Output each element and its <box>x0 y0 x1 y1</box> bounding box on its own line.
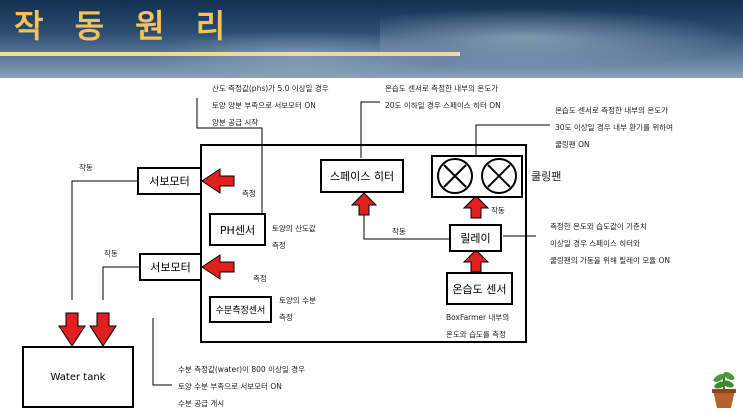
arrow-moisture-to-servo <box>201 254 235 280</box>
leader-heater <box>360 101 380 158</box>
measure-label-moisture: 측정 <box>253 274 267 283</box>
annotation-line: 측정 <box>279 313 293 322</box>
annotation-boxfarmer-note: BoxFarmer 내부의 온도와 습도를 측정 <box>446 309 509 343</box>
annotation-line: 온도와 습도를 측정 <box>446 330 506 339</box>
annotation-fan: 온습도 센서로 측정한 내부의 온도가 30도 이상일 경우 내부 환기를 위하… <box>555 102 673 153</box>
servo-motor-top: 서보모터 <box>137 167 202 195</box>
ph-sensor: PH센서 <box>209 213 266 246</box>
annotation-line: 측정 <box>272 241 286 250</box>
water-tank-label: Water tank <box>50 371 106 383</box>
space-heater-label: 스페이스 히터 <box>329 170 395 183</box>
annotation-moisture-note: 토양의 수분 측정 <box>279 292 316 326</box>
annotation-line: 산도 측정값(phs)가 5.0 이상일 경우 <box>212 84 329 93</box>
arrow-sensor-to-relay <box>462 249 490 273</box>
potted-plant-icon <box>712 372 736 408</box>
annotation-line: 쿨링팬 ON <box>555 140 590 149</box>
leader-water <box>152 318 172 386</box>
leader-fan <box>475 124 550 155</box>
annotation-heater: 온습도 센서로 측정한 내부의 온도가 20도 이하일 경우 스페이스 히터 O… <box>385 80 501 114</box>
fan-icon <box>437 158 473 194</box>
fan-icon <box>481 158 517 194</box>
actuate-label-top: 작동 <box>79 163 93 172</box>
temp-humidity-sensor-label: 온습도 센서 <box>452 282 507 296</box>
line-relay-to-heater <box>363 212 449 240</box>
arrow-relay-to-fan <box>462 195 490 219</box>
boxfarmer-enclosure <box>200 144 527 343</box>
arrow-ph-to-servo <box>201 168 235 194</box>
line-servo-bottom-to-tank <box>102 266 139 300</box>
line-servo-top-to-tank <box>71 180 137 300</box>
leader-ph <box>196 98 263 213</box>
measure-label-ph: 측정 <box>242 189 256 198</box>
annotation-line: 쿨링팬의 가동을 위해 릴레이 모듈 ON <box>550 256 671 265</box>
actuate-label-relay-fan: 작동 <box>491 206 505 215</box>
annotation-line: 양분 공급 시작 <box>212 118 259 127</box>
annotation-ph-note: 토양의 산도값 측정 <box>272 220 316 254</box>
temp-humidity-sensor: 온습도 센서 <box>446 272 513 305</box>
cooling-fan-label: 쿨링팬 <box>531 170 562 183</box>
annotation-line: 토양 수분 부족으로 서보모터 ON <box>178 382 282 391</box>
annotation-line: 온습도 센서로 측정한 내부의 온도가 <box>385 84 499 93</box>
annotation-line: 토양의 산도값 <box>272 224 316 233</box>
ph-sensor-label: PH센서 <box>219 223 256 237</box>
annotation-line: 이상일 경우 스페이스 히터와 <box>550 239 640 248</box>
annotation-line: 20도 이하일 경우 스페이스 히터 ON <box>385 101 501 110</box>
space-heater: 스페이스 히터 <box>320 159 404 193</box>
header-banner: 작 동 원 리 <box>0 0 743 78</box>
annotation-ph: 산도 측정값(phs)가 5.0 이상일 경우 토양 양분 부족으로 서보모터 … <box>212 80 329 131</box>
servo-motor-bottom: 서보모터 <box>139 253 202 281</box>
annotation-line: 수분 공급 개시 <box>178 399 225 408</box>
arrow-tank-1 <box>58 312 86 347</box>
servo-motor-top-label: 서보모터 <box>149 175 190 188</box>
annotation-line: 수분 측정값(water)이 800 이상일 경우 <box>178 365 305 374</box>
cloud-decoration <box>380 8 740 68</box>
water-tank: Water tank <box>22 346 134 408</box>
annotation-relay: 측정한 온도와 습도값이 기준치 이상일 경우 스페이스 히터와 쿨링팬의 가동… <box>550 218 670 269</box>
servo-motor-bottom-label: 서보모터 <box>150 261 191 274</box>
relay-label: 릴레이 <box>460 232 491 245</box>
annotation-line: 측정한 온도와 습도값이 기준치 <box>550 222 647 231</box>
annotation-water: 수분 측정값(water)이 800 이상일 경우 토양 수분 부족으로 서보모… <box>178 361 305 412</box>
moisture-sensor-label: 수분측정센서 <box>215 306 266 316</box>
page-title: 작 동 원 리 <box>14 7 236 45</box>
annotation-line: BoxFarmer 내부의 <box>446 313 510 322</box>
arrow-tank-2 <box>89 312 117 347</box>
arrow-relay-to-heater <box>350 192 378 216</box>
annotation-line: 토양 양분 부족으로 서보모터 ON <box>212 101 316 110</box>
annotation-line: 온습도 센서로 측정한 내부의 온도가 <box>555 106 669 115</box>
actuate-label-bottom: 작동 <box>104 249 118 258</box>
title-underline <box>0 52 460 56</box>
actuate-label-relay-heater: 작동 <box>392 227 406 236</box>
relay: 릴레이 <box>449 224 502 252</box>
annotation-line: 토양의 수분 <box>279 296 316 305</box>
moisture-sensor: 수분측정센서 <box>209 296 272 323</box>
annotation-line: 30도 이상일 경우 내부 환기를 위하여 <box>555 123 674 132</box>
